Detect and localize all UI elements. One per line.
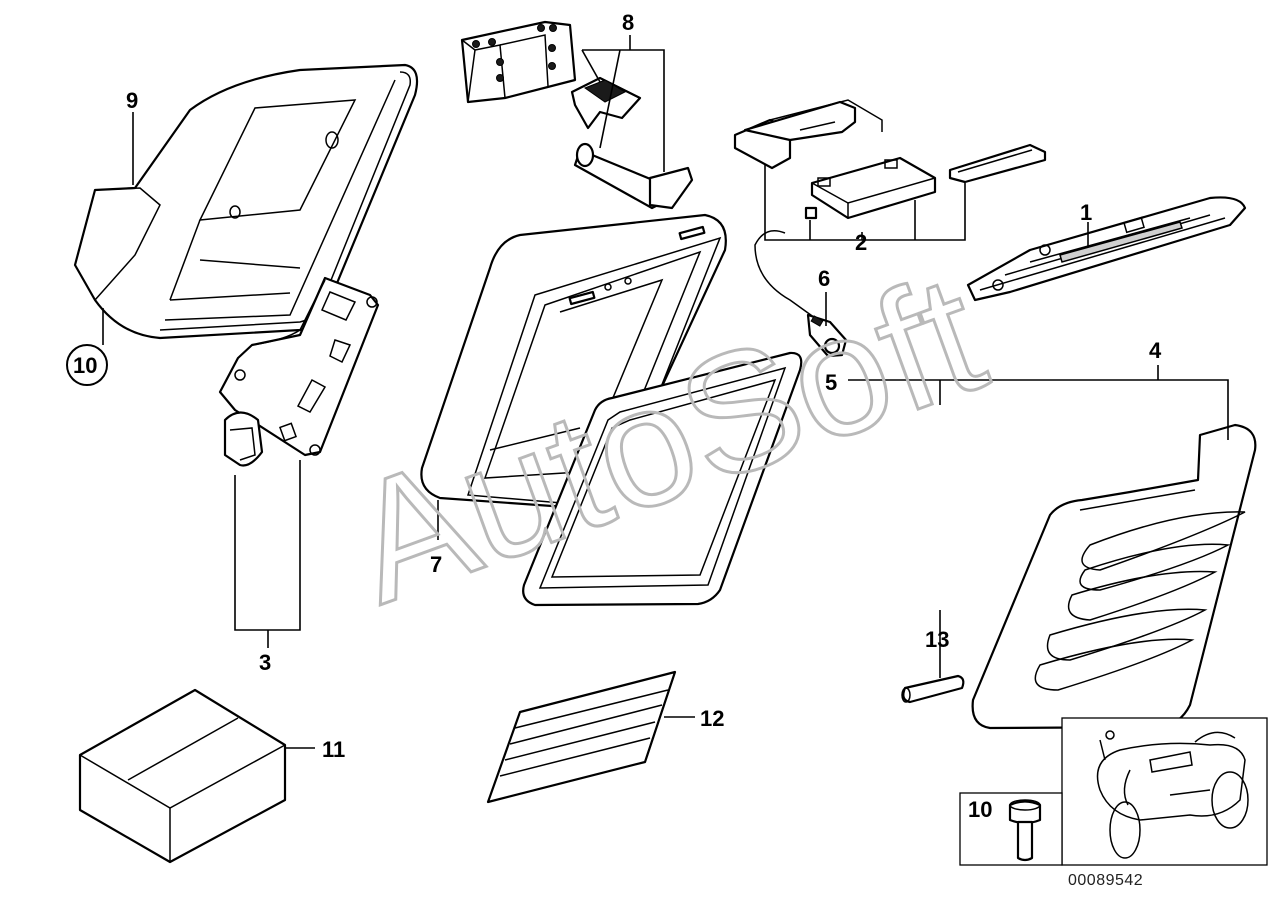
callout-5: 5 [825, 370, 837, 395]
callout-12: 12 [700, 706, 724, 731]
callout-2: 2 [855, 230, 867, 255]
callout-4: 4 [1149, 338, 1162, 363]
diagram-code: 00089542 [1068, 872, 1143, 889]
part-12-gasket-ring[interactable] [522, 351, 803, 607]
callout-13: 13 [925, 627, 949, 652]
part-8-pin-bolt[interactable] [573, 142, 694, 210]
callout-10-circled: 10 [66, 344, 108, 386]
callout-10: 10 [73, 353, 97, 378]
callout-labels: 1 2 3 4 5 6 7 8 9 10 11 12 13 10 [66, 10, 1162, 822]
part-3-clip[interactable] [223, 411, 264, 467]
callout-6: 6 [818, 266, 830, 291]
callout-8: 8 [622, 10, 634, 35]
part-11-box[interactable] [78, 688, 287, 864]
part-13-pin[interactable] [901, 674, 965, 704]
callout-7: 7 [430, 552, 442, 577]
callout-3: 3 [259, 650, 271, 675]
inset-part-10 [959, 792, 1063, 866]
part-2-bracket-frame[interactable] [804, 156, 937, 220]
inset-motorcycle [1061, 717, 1268, 866]
part-8-hinge-block[interactable] [460, 20, 577, 104]
callout-1: 1 [1080, 200, 1092, 225]
callout-9: 9 [126, 88, 138, 113]
leader-lines [102, 35, 1229, 749]
part-2-bracket-rail[interactable] [948, 143, 1047, 184]
inset-callout-10: 10 [968, 797, 992, 822]
part-1-light-bar[interactable] [966, 196, 1247, 302]
part-12-label-sticker[interactable] [486, 670, 677, 804]
part-6-cable[interactable] [754, 230, 848, 358]
callout-11: 11 [322, 737, 345, 762]
part-8-latch[interactable] [570, 76, 642, 130]
part-2-bracket-tray[interactable] [733, 99, 883, 170]
part-4-lid-cover[interactable] [971, 423, 1257, 730]
part-9-case-shell[interactable] [73, 63, 419, 340]
part-3-mounting-plate[interactable] [218, 276, 380, 457]
